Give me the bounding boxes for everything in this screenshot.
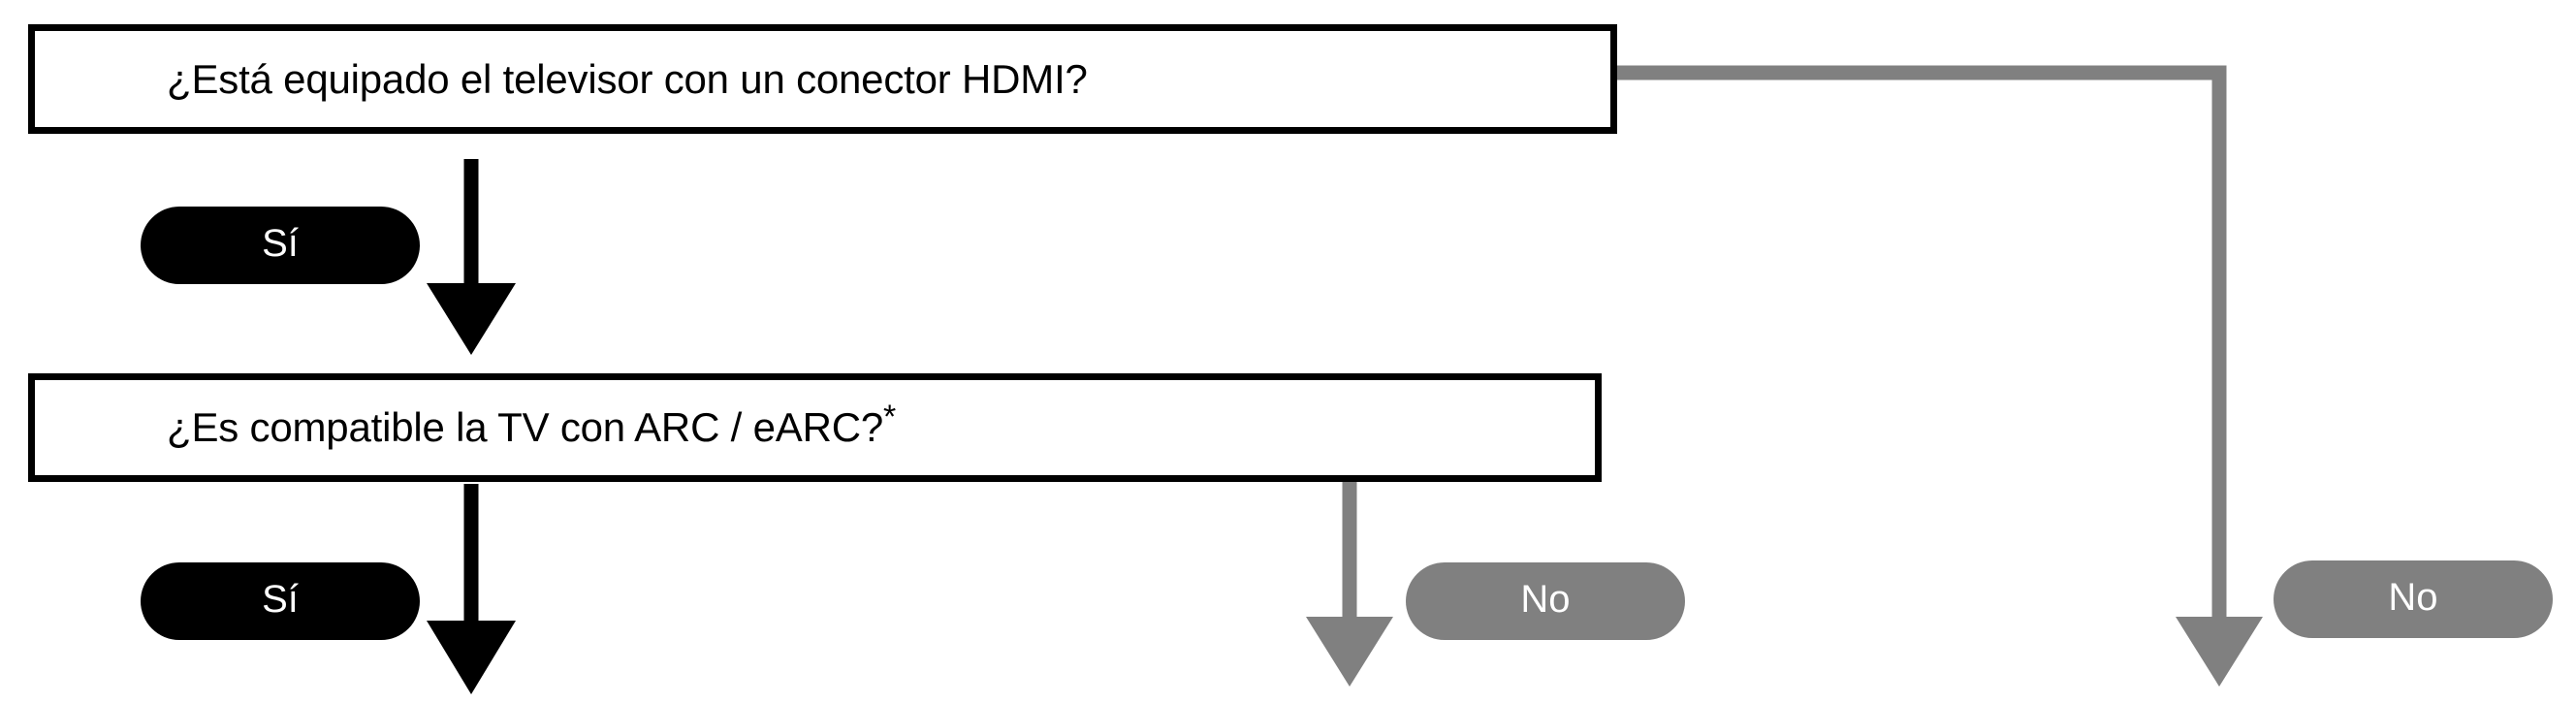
decision-box-arc: ¿Es compatible la TV con ARC / eARC?* — [28, 373, 1602, 482]
decision-box-arc-text: ¿Es compatible la TV con ARC / eARC? — [167, 404, 883, 450]
decision-box-arc-label: ¿Es compatible la TV con ARC / eARC?* — [167, 400, 896, 450]
edge-no-arc-down — [1306, 482, 1393, 687]
footnote-asterisk: * — [883, 399, 897, 435]
branch-label-yes-hdmi-text: Sí — [262, 222, 299, 265]
branch-label-yes-arc: Sí — [141, 562, 420, 640]
edge-yes-arc-down — [427, 484, 516, 694]
branch-label-no-arc-text: No — [1520, 578, 1571, 621]
edge-yes-hdmi-to-arc — [427, 159, 516, 355]
branch-label-yes-hdmi: Sí — [141, 207, 420, 284]
edge-no-hdmi-right-down — [1613, 65, 2263, 687]
decision-box-hdmi: ¿Está equipado el televisor con un conec… — [28, 24, 1617, 134]
decision-box-hdmi-label: ¿Está equipado el televisor con un conec… — [167, 55, 1088, 102]
branch-label-yes-arc-text: Sí — [262, 578, 299, 621]
branch-label-no-hdmi-text: No — [2388, 576, 2438, 619]
branch-label-no-arc: No — [1406, 562, 1685, 640]
branch-label-no-hdmi: No — [2274, 560, 2553, 638]
